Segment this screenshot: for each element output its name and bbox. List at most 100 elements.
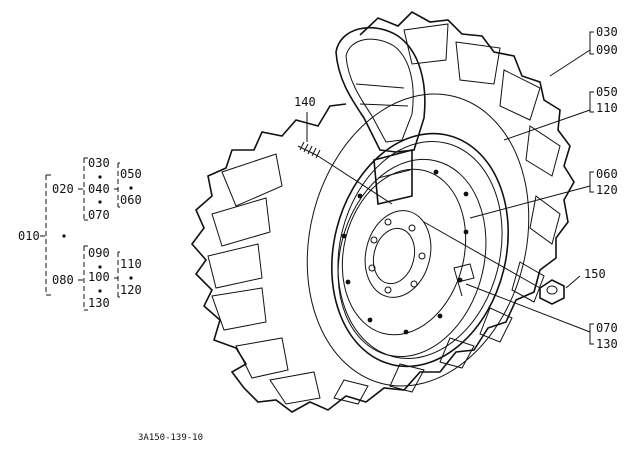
leader-disc-bolts	[465, 283, 591, 333]
disc-bolt	[463, 229, 469, 235]
leader-nut	[565, 275, 581, 289]
drawing-code: 3A150-139-10	[138, 433, 203, 443]
callout-labels: 030 090 050 110 060 120 150 140 070 130	[294, 25, 618, 351]
tree-group-b-mid: 100	[88, 270, 110, 284]
tread-lug	[403, 23, 449, 65]
tire-sidewall	[306, 93, 530, 387]
tread-lug	[499, 69, 541, 121]
tread-lug	[211, 197, 271, 247]
tree-group-b-bottom: 130	[88, 296, 110, 310]
valve-bracket	[373, 148, 413, 205]
tree-dot	[98, 200, 102, 204]
callout-leaders	[306, 49, 591, 333]
tree-group-a-head: 020	[52, 182, 74, 196]
tread-lug	[529, 195, 561, 245]
tread-lug	[511, 261, 545, 303]
tread-lug	[389, 363, 425, 393]
tree-group-b-top: 090	[88, 246, 110, 260]
hub-bolt-hole	[408, 224, 416, 232]
callout-valve-1: 050	[596, 85, 618, 99]
tread-lug	[269, 371, 321, 405]
tree-dot	[62, 234, 66, 238]
nut-hex	[539, 279, 565, 305]
callout-disc-bolts-2: 130	[596, 337, 618, 351]
callout-rim-1: 060	[596, 167, 618, 181]
part-tree: 010 020 030 040 070 050 060 080 090 100 …	[18, 156, 142, 311]
hub-bolt-hole	[368, 264, 376, 272]
leader-tire	[549, 49, 591, 77]
tree-group-b-bracket	[78, 245, 88, 311]
tree-group-b-sub-top: 110	[120, 257, 142, 271]
disc-bolt	[437, 313, 443, 319]
hub-bolt-hole	[370, 236, 378, 244]
hub-flange	[364, 210, 432, 298]
hub-bolt-hole	[410, 280, 418, 288]
tire-drawing	[190, 11, 575, 413]
tire-cross-section	[335, 27, 426, 153]
tread-lug	[207, 243, 263, 289]
disc-bolt	[345, 279, 351, 285]
wheel-rim	[331, 132, 509, 368]
disc-bolt	[403, 329, 409, 335]
wheel-nut	[423, 221, 565, 305]
disc-bolt-assembly	[453, 263, 475, 297]
tree-group-b-head: 080	[52, 273, 74, 287]
nut-axis-line	[423, 221, 541, 289]
rim-inner-flange	[337, 141, 503, 359]
callout-rim-2: 120	[596, 183, 618, 197]
tire-section-outer	[335, 27, 426, 153]
tread-lug	[455, 41, 501, 85]
disc-bolt	[367, 317, 373, 323]
disc-bolt	[463, 191, 469, 197]
stud-axis-line	[317, 155, 393, 205]
leader-valve	[503, 109, 591, 141]
stud-bolt	[297, 141, 393, 205]
hub-bolt-hole	[384, 218, 392, 226]
tread-lug	[221, 153, 283, 207]
hub-center-hole	[372, 227, 416, 285]
callout-bracket	[589, 31, 594, 55]
tree-group-a-top: 030	[88, 156, 110, 170]
rim-well	[337, 158, 487, 358]
callout-disc-bolts-1: 070	[596, 321, 618, 335]
rim-outer-flange	[331, 132, 509, 368]
tree-dot	[98, 265, 102, 269]
leader-rim	[469, 185, 591, 219]
callout-nut: 150	[584, 267, 606, 281]
callout-valve-2: 110	[596, 101, 618, 115]
tire-section-inner	[345, 38, 414, 143]
hub-bolt-hole	[418, 252, 426, 260]
valve-bracket-edge	[377, 169, 411, 179]
tread-lug	[333, 379, 369, 405]
tree-group-b-sub-bracket	[114, 251, 120, 298]
stud-bolt-threads	[299, 141, 321, 159]
hub-bolt-holes	[368, 218, 426, 294]
callout-bracket	[589, 91, 594, 113]
callout-tire-1: 030	[596, 25, 618, 39]
tree-root-label: 010	[18, 229, 40, 243]
disc-bolt	[357, 193, 363, 199]
tread-lug	[479, 307, 513, 343]
tree-root-bracket	[40, 174, 52, 296]
tree-group-a-sub-bracket	[114, 162, 120, 208]
tread-lug	[235, 337, 289, 379]
hub-bolt-hole	[384, 286, 392, 294]
tree-dot	[98, 175, 102, 179]
tree-dot	[129, 276, 133, 280]
tree-group-a-bottom: 070	[88, 208, 110, 222]
callout-tire-2: 090	[596, 43, 618, 57]
callout-bracket	[589, 323, 594, 345]
tree-dot	[98, 289, 102, 293]
disc-bolt	[433, 169, 439, 175]
callout-stud: 140	[294, 95, 316, 109]
tire-section-bead	[355, 83, 409, 107]
tree-group-a-sub-bottom: 060	[120, 193, 142, 207]
tree-group-a-mid: 040	[88, 182, 110, 196]
tree-dot	[129, 186, 133, 190]
tree-group-a-sub-top: 050	[120, 167, 142, 181]
tread-lug	[439, 337, 475, 369]
tire-tread-outline	[190, 11, 575, 413]
disc-bolt	[341, 233, 347, 239]
